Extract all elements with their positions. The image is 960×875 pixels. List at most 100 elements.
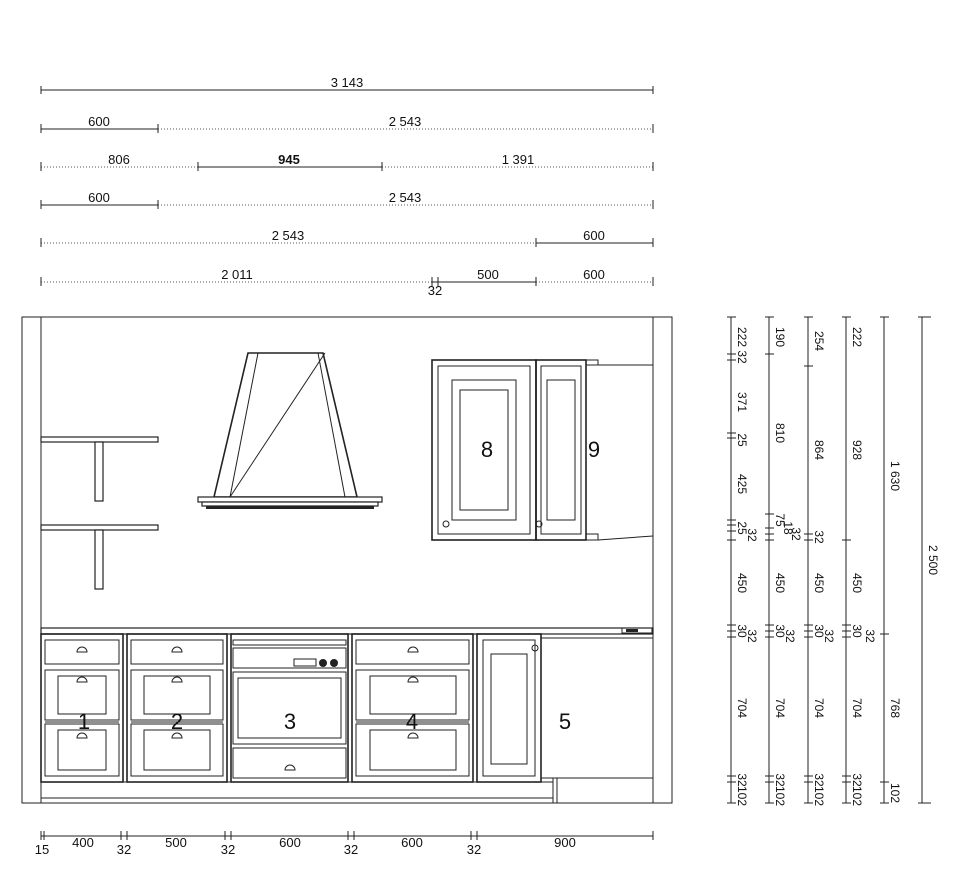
plinth (40, 781, 554, 799)
unit-number: 9 (588, 437, 600, 462)
vdim-label: 222 (735, 327, 749, 347)
dim-label: 2 011 (221, 267, 253, 282)
dim-label: 2 543 (272, 228, 305, 243)
vdim-label: 32 (745, 528, 759, 542)
vdim-label: 704 (812, 698, 826, 718)
vdim-label: 102 (812, 786, 826, 806)
dim-label: 600 (88, 114, 110, 129)
vdim-label: 32 (789, 527, 803, 541)
vdim-label: 425 (735, 474, 749, 494)
vdim-label: 102 (773, 786, 787, 806)
vdim-label: 371 (735, 392, 749, 412)
vdim-label: 32 (812, 773, 826, 787)
wall-cabinet-8: 8 (431, 359, 537, 541)
vdim-label: 768 (888, 698, 902, 718)
vdim-label: 810 (773, 423, 787, 443)
vertical-dim-col-1: 222 32 371 25 425 25 32 450 30 32 704 32… (727, 316, 759, 806)
vdim-label: 32 (822, 629, 836, 643)
dim-label: 600 (401, 835, 423, 850)
unit-number: 3 (284, 709, 296, 734)
vdim-label: 32 (745, 629, 759, 643)
unit-number: 8 (481, 437, 493, 462)
vdim-label: 32 (735, 350, 749, 364)
vdim-label: 75 (773, 513, 787, 527)
dim-label: 500 (165, 835, 187, 850)
dim-label: 32 (117, 842, 131, 857)
dim-row-6: 2 011 500 600 32 (40, 267, 654, 298)
vertical-dim-col-3: 254 864 32 450 30 32 704 32 102 (804, 316, 836, 806)
vdim-label: 30 (773, 624, 787, 638)
top-dimension-chains: 3 143 600 2 543 806 945 1 391 (40, 75, 654, 298)
dim-label: 32 (467, 842, 481, 857)
vertical-dim-col-4: 222 928 450 30 32 704 32 102 (842, 316, 877, 806)
vdim-label: 30 (850, 624, 864, 638)
vdim-label: 254 (812, 331, 826, 351)
dim-label: 1 391 (502, 152, 535, 167)
dim-label: 600 (583, 228, 605, 243)
vdim-label: 25 (735, 433, 749, 447)
countertop (40, 627, 654, 635)
bottom-dimension-chain: 15 400 32 500 32 600 32 600 32 900 (35, 831, 654, 857)
dim-label: 32 (344, 842, 358, 857)
vdim-label: 32 (863, 629, 877, 643)
vdim-label: 1 630 (888, 461, 902, 491)
dim-row-4: 600 2 543 (40, 190, 654, 209)
dim-label: 32 (428, 283, 442, 298)
vdim-label: 32 (812, 530, 826, 544)
dim-label: 600 (279, 835, 301, 850)
vdim-label: 30 (735, 624, 749, 638)
vdim-label: 450 (850, 573, 864, 593)
corner-unit-5: 5 (476, 633, 654, 803)
vdim-label: 190 (773, 327, 787, 347)
vdim-label: 102 (888, 783, 902, 803)
dim-label: 806 (108, 152, 130, 167)
dim-row-1: 3 143 (40, 75, 654, 94)
wall-shelves (40, 436, 159, 590)
vdim-label: 32 (735, 773, 749, 787)
dim-row-2: 600 2 543 (40, 114, 654, 133)
vdim-label: 102 (735, 786, 749, 806)
vertical-dim-total: 2 500 (918, 316, 940, 804)
vdim-label: 32 (850, 773, 864, 787)
vdim-label: 32 (773, 773, 787, 787)
vdim-label: 18 (781, 521, 795, 535)
vdim-label: 928 (850, 440, 864, 460)
dim-label: 900 (554, 835, 576, 850)
vdim-label: 864 (812, 440, 826, 460)
vdim-label: 704 (773, 698, 787, 718)
dim-label: 15 (35, 842, 49, 857)
vdim-label: 222 (850, 327, 864, 347)
vdim-label: 704 (735, 698, 749, 718)
dim-label: 400 (72, 835, 94, 850)
vdim-label: 704 (850, 698, 864, 718)
vdim-label: 25 (735, 521, 749, 535)
dim-label: 3 143 (331, 75, 364, 90)
vdim-label: 450 (773, 573, 787, 593)
vertical-dim-col-5: 1 630 768 102 (880, 316, 902, 804)
dim-label: 2 543 (389, 114, 422, 129)
base-cabinet-1: 1 (40, 633, 124, 783)
dim-row-3: 806 945 1 391 (40, 152, 654, 171)
vdim-label: 450 (735, 573, 749, 593)
unit-number: 1 (78, 709, 90, 734)
unit-number: 5 (559, 709, 571, 734)
vdim-label: 2 500 (926, 545, 940, 575)
vdim-label: 450 (812, 573, 826, 593)
range-hood (197, 352, 383, 509)
dim-label: 500 (477, 267, 499, 282)
vdim-label: 32 (783, 629, 797, 643)
dim-label: 600 (583, 267, 605, 282)
dim-label: 945 (278, 152, 300, 167)
dim-label: 32 (221, 842, 235, 857)
wall-cabinet-9: 9 (535, 359, 654, 541)
unit-number: 2 (171, 709, 183, 734)
vertical-dim-col-2: 190 810 75 18 32 450 30 32 704 32 102 (765, 316, 803, 806)
dim-label: 2 543 (389, 190, 422, 205)
dim-row-5: 2 543 600 (40, 228, 654, 247)
vdim-label: 102 (850, 786, 864, 806)
vdim-label: 30 (812, 624, 826, 638)
dim-label: 600 (88, 190, 110, 205)
base-cabinet-2: 2 (126, 633, 228, 783)
base-cabinet-4: 4 (351, 633, 474, 783)
